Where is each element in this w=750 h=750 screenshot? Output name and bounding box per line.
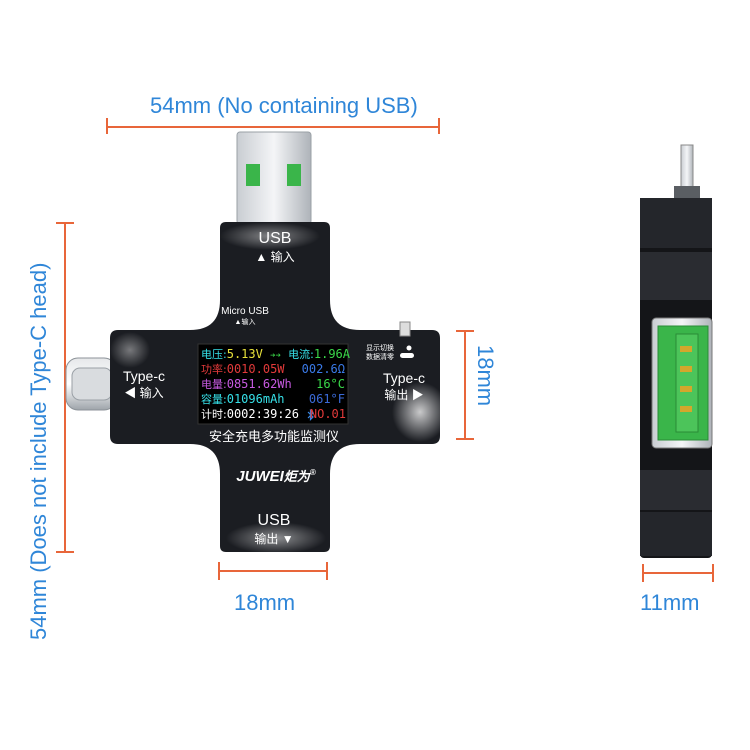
timer-label: 计时:	[201, 408, 227, 421]
energy-value: 0851.62Wh	[226, 377, 292, 391]
type-c-input-label: Type-c ◀ 输入	[122, 368, 165, 400]
current-label: 电流:	[288, 348, 314, 361]
flow-arrows: ➔➔	[270, 351, 281, 361]
voltage-value: 5.13V	[226, 347, 263, 361]
current-value: 1.96A	[313, 347, 350, 361]
record-number: NO.01	[309, 407, 346, 421]
temperature-fahrenheit: 061°F	[308, 392, 345, 406]
bottom-dimension-label: 18mm	[234, 590, 296, 615]
side-view	[640, 144, 713, 558]
left-dimension-line	[64, 222, 66, 552]
side-button[interactable]	[399, 321, 411, 337]
voltage-label: 电压:	[201, 348, 227, 361]
timer-value: 0002:39:26	[226, 407, 299, 421]
micro-usb-label: Micro USB ▲输入	[221, 306, 269, 326]
usb-input-label: USB ▲ 输入	[255, 230, 295, 264]
temperature-celsius: 16°C	[316, 377, 345, 391]
side-dimension-line	[642, 572, 714, 574]
bluetooth-icon	[307, 408, 315, 421]
top-dimension-label: 54mm (No containing USB)	[150, 93, 418, 118]
product-name: 安全充电多功能监测仪	[208, 430, 339, 445]
lcd-screen	[197, 343, 349, 425]
brand-logo: JUWEI炬为®	[236, 468, 316, 485]
capacity-value: 01096mAh	[226, 392, 285, 406]
resistance-value: 002.6Ω	[301, 362, 345, 376]
type-c-plug	[65, 357, 117, 411]
usb-a-plug	[236, 131, 312, 225]
side-dimension-label: 11mm	[640, 590, 700, 615]
right-dimension-line	[464, 330, 466, 440]
capacity-label: 容量:	[201, 393, 227, 406]
usb-output-label: USB 输出 ▼	[254, 512, 294, 546]
power-label: 功率:	[201, 363, 227, 376]
power-value: 0010.05W	[226, 362, 285, 376]
lcd-content: 电压:5.13V ➔➔ 电流:1.96A 功率:0010.05W 002.6Ω …	[201, 347, 350, 423]
type-c-output-label: Type-c 输出 ▶	[382, 370, 425, 402]
bottom-dimension-line	[218, 570, 328, 572]
energy-label: 电量:	[201, 378, 227, 391]
data-clear-label: 数据清零	[366, 354, 394, 361]
display-switch-label: 显示切换	[366, 345, 394, 352]
top-dimension-line	[106, 126, 440, 128]
